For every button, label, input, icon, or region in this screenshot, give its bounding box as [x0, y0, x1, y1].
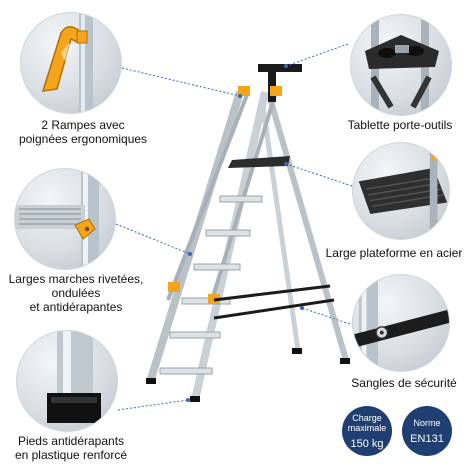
caption-straps: Sangles de sécurité	[351, 376, 457, 390]
ergonomic-handle-icon	[41, 13, 93, 113]
safety-strap-icon	[353, 275, 449, 371]
anti-slip-foot-icon	[47, 331, 101, 423]
feet-detail-image	[16, 330, 118, 432]
norm-label: Norme	[413, 418, 441, 428]
strap-detail-image	[352, 274, 450, 372]
max-load-badge: Charge maximale 150 kg	[342, 406, 392, 456]
caption-tray: Tablette porte-outils	[347, 118, 453, 132]
caption-handles: 2 Rampes avec poignées ergonomiques	[18, 118, 148, 146]
max-load-label: Charge maximale	[347, 413, 387, 433]
caption-steps: Larges marches rivetées, ondulées et ant…	[8, 272, 144, 314]
tray-detail-image	[350, 14, 452, 116]
handle-detail-image	[20, 12, 122, 114]
riveted-step-icon	[15, 169, 99, 269]
caption-platform: Large plateforme en acier	[325, 246, 463, 260]
norm-value: EN131	[410, 433, 444, 445]
caption-feet: Pieds antidérapants en plastique renforc…	[14, 434, 128, 462]
max-load-value: 150 kg	[350, 438, 384, 450]
norm-badge: Norme EN131	[402, 406, 452, 456]
tool-tray-icon	[365, 15, 439, 115]
platform-detail-image	[352, 142, 450, 240]
steps-detail-image	[14, 168, 116, 270]
steel-platform-icon	[358, 143, 448, 239]
